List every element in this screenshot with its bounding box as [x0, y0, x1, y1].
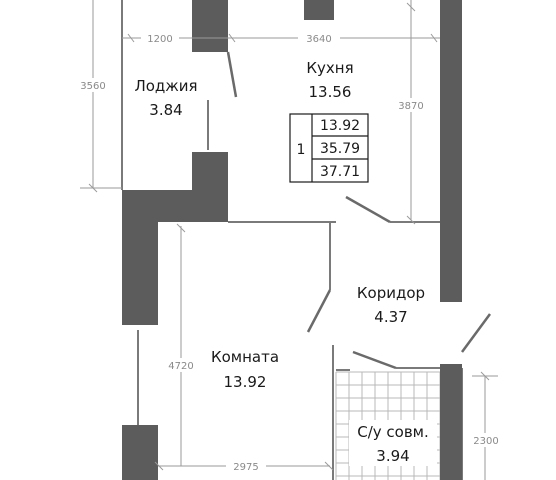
- dim-tick: [430, 33, 438, 43]
- thick-walls: [122, 0, 462, 480]
- dim-left-height: 3560: [80, 81, 105, 92]
- loggia-door: [226, 51, 238, 98]
- area-summary-table: 1 13.92 35.79 37.71: [289, 113, 369, 183]
- label-bg: [298, 31, 340, 45]
- dim-bath-height: 2300: [473, 436, 498, 447]
- wall-bottom-column: [122, 425, 158, 480]
- bathroom-door: [352, 350, 397, 370]
- kitchen-area: 13.56: [309, 83, 352, 101]
- loggia-area: 3.84: [149, 101, 182, 119]
- dim-top-right: 3640: [306, 34, 331, 45]
- wall-central-block: [122, 152, 228, 325]
- bathroom-name: С/у совм.: [357, 423, 429, 441]
- label-bg: [163, 358, 199, 372]
- label-bg: [226, 459, 266, 473]
- loggia-name: Лоджия: [134, 77, 197, 95]
- label-bg: [75, 78, 111, 92]
- kitchen-name: Кухня: [306, 59, 353, 77]
- wall-top-column: [192, 0, 228, 52]
- table-border: [289, 113, 369, 183]
- wall-right-lower: [440, 364, 462, 480]
- dim-tick: [324, 461, 334, 471]
- dimension-labels: 1200 3640 3560 3870 4720 2975 2300: [75, 31, 504, 473]
- living-area: 13.92: [320, 118, 360, 134]
- dim-tick: [480, 371, 490, 381]
- useful-area: 35.79: [320, 141, 360, 157]
- label-bg: [141, 31, 179, 45]
- bathroom-area: 3.94: [376, 447, 409, 465]
- dim-tick: [228, 33, 236, 43]
- room-area: 13.92: [224, 373, 267, 391]
- rooms-count: 1: [297, 142, 306, 158]
- label-bg: [468, 433, 504, 447]
- room-labels: Лоджия 3.84 Кухня 13.56 Коридор 4.37 Ком…: [134, 59, 437, 466]
- room-door: [306, 289, 332, 333]
- label-bg: [349, 420, 437, 466]
- doors: [226, 51, 492, 370]
- dim-room-width: 2975: [233, 462, 258, 473]
- dim-tick: [176, 223, 186, 233]
- dim-tick: [406, 215, 416, 225]
- total-area: 37.71: [320, 164, 360, 180]
- dim-tick: [88, 183, 98, 193]
- corridor-name: Коридор: [357, 284, 425, 302]
- dim-tick: [127, 33, 135, 43]
- entrance-door: [460, 313, 492, 353]
- thin-walls: [121, 0, 463, 480]
- dim-top-left: 1200: [147, 34, 172, 45]
- dim-tick: [154, 461, 164, 471]
- label-bg: [393, 98, 429, 112]
- room-name: Комната: [211, 348, 279, 366]
- wall-top-stub: [304, 0, 334, 20]
- dim-tick: [406, 2, 416, 12]
- corridor-area: 4.37: [374, 308, 407, 326]
- dim-kitchen-height: 3870: [398, 101, 423, 112]
- wall-right-main: [440, 0, 462, 302]
- kitchen-door: [345, 195, 391, 224]
- dim-room-height: 4720: [168, 361, 193, 372]
